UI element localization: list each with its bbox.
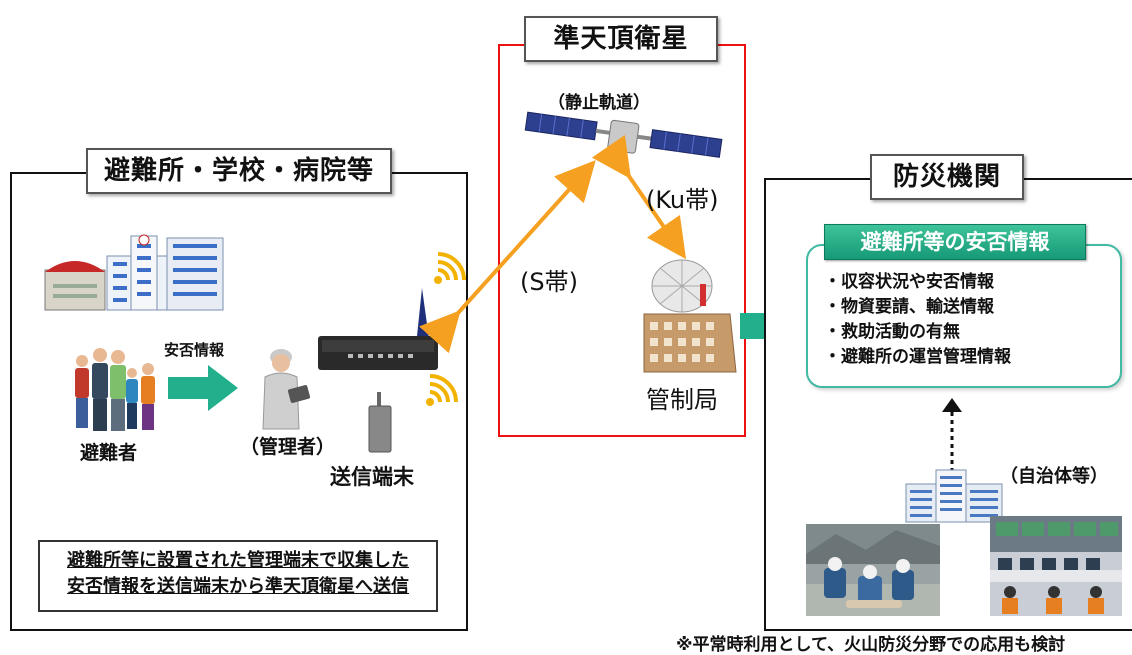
control-room-photo — [990, 516, 1122, 616]
municipality-upload-arrow — [942, 398, 962, 474]
footnote: ※平常時利用として、火山防災分野での応用も検討 — [676, 635, 1066, 655]
satellite-panel-title: 準天頂衛星 — [524, 16, 718, 62]
evacuees-image — [75, 348, 155, 431]
control-station-label: 管制局 — [646, 386, 718, 414]
orbit-label: （静止軌道） — [548, 93, 650, 113]
safety-info-item: ・収容状況や安否情報 — [824, 272, 994, 292]
ku-band-label: (Ku帯) — [646, 186, 719, 214]
control-station-image — [643, 259, 737, 373]
shelter-panel-title: 避難所・学校・病院等 — [86, 148, 392, 194]
municipality-label: （自治体等） — [1000, 466, 1108, 487]
transmitter-terminal-image — [368, 392, 392, 453]
s-band-label: (S帯) — [520, 268, 578, 296]
safety-info-item: ・避難所の運営管理情報 — [824, 347, 1011, 367]
safety-info-item: ・物資要請、輸送情報 — [824, 297, 994, 317]
transmitter-terminal-label: 送信端末 — [330, 465, 414, 489]
safety-info-list: ・収容状況や安否情報 ・物資要請、輸送情報 ・救助活動の有無 ・避難所の運営管理… — [824, 270, 1104, 370]
rescue-operation-photo — [806, 524, 940, 616]
shelter-buildings-image — [44, 234, 224, 311]
manager-label: （管理者） — [240, 436, 336, 458]
safety-info-arrow — [168, 365, 238, 411]
shelter-note-line-1: 避難所等に設置された管理端末で収集した — [67, 550, 409, 571]
manager-image — [262, 349, 311, 430]
shelter-note-line-2: 安否情報を送信端末から準天頂衛星へ送信 — [67, 576, 409, 597]
disaster-agency-panel-title: 防災機関 — [870, 154, 1024, 200]
safety-info-arrow-label: 安否情報 — [164, 341, 225, 359]
signal-waves-icon — [426, 374, 458, 406]
safety-info-item: ・救助活動の有無 — [824, 322, 960, 342]
shelter-note: 避難所等に設置された管理端末で収集した 安否情報を送信端末から準天頂衛星へ送信 — [38, 540, 438, 612]
evacuees-label: 避難者 — [80, 442, 138, 464]
municipality-building-image — [905, 469, 1003, 523]
safety-info-box — [806, 244, 1122, 388]
safety-info-title: 避難所等の安否情報 — [824, 224, 1086, 260]
